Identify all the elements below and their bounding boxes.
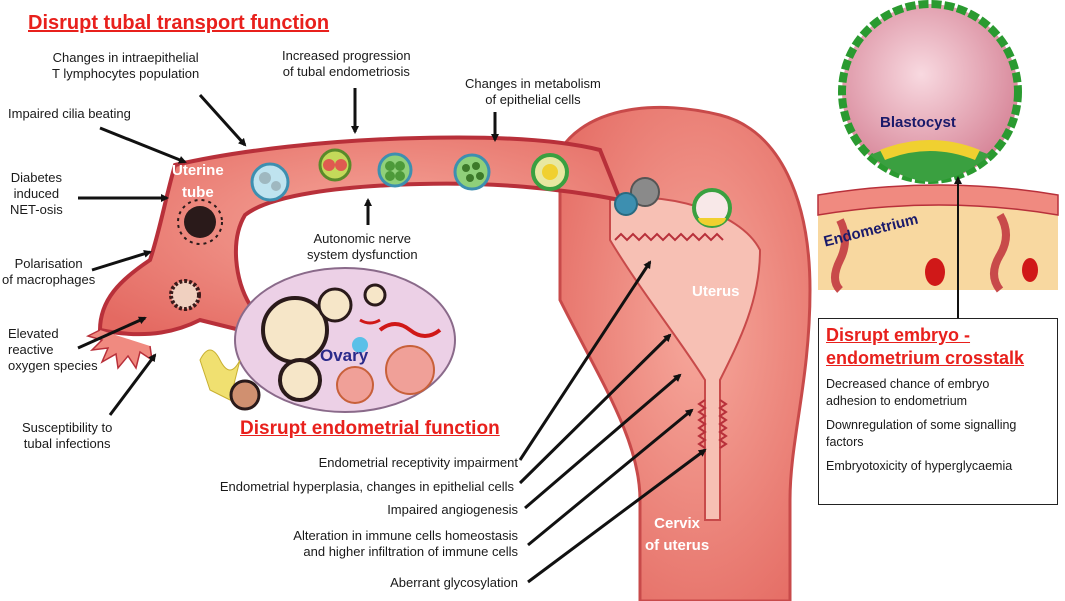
embryo-stage-3 [377,152,413,188]
label-cilia: Impaired cilia beating [8,106,131,121]
embryo-stage-2 [318,148,352,182]
blastocyst-panel [817,0,1059,293]
label-macrophages-line1: Polarisation [14,256,83,271]
label-ros-line3: oxygen species [8,358,98,373]
label-endometriosis-line2: of tubal endometriosis [282,64,410,79]
label-t-lymphocytes-line2: T lymphocytes population [52,66,200,81]
label-metabolism-line1: Changes in metabolism [465,76,601,91]
heading-endometrial-function: Disrupt endometrial function [240,418,500,439]
label-t-lymphocytes-line1: Changes in intraepithelial [52,50,199,65]
label-receptivity: Endometrial receptivity impairment [319,455,518,471]
crosstalk-item-signalling: Downregulation of some signalling factor… [826,417,1057,451]
heading-crosstalk: Disrupt embryo - endometrium crosstalk [819,319,1057,370]
crosstalk-item-signalling-line1: Downregulation of some signalling [826,418,1017,432]
arrow-angiogenesis [524,373,682,510]
embryo-hatching [614,177,660,216]
label-nerve: Autonomic nerve system dysfunction [307,231,418,263]
crosstalk-box: Disrupt embryo - endometrium crosstalk D… [818,318,1058,505]
label-infections: Susceptibility to tubal infections [22,420,112,452]
label-uterine-tube-line2: tube [182,184,214,201]
crosstalk-item-embryotoxicity: Embryotoxicity of hyperglycaemia [826,458,1057,475]
annotation-arrows [77,88,707,584]
label-uterine-tube-line1: Uterine [172,162,224,179]
label-metabolism-line2: of epithelial cells [485,92,581,107]
label-immune: Alteration in immune cells homeostasis a… [293,528,518,560]
label-infections-line2: tubal infections [23,436,111,451]
label-infections-line1: Susceptibility to [22,420,113,435]
label-macrophages-line2: of macrophages [2,272,96,287]
arrow-infections [108,353,157,416]
label-macrophages: Polarisation of macrophages [2,256,95,288]
embryo-stage-4 [453,153,491,191]
label-uterus: Uterus [692,283,740,300]
crosstalk-item-adhesion-line2: adhesion to endometrium [826,394,968,408]
arrow-hyperplasia [518,333,672,485]
arrow-glycosylation [527,448,707,584]
arrow-macrophages [91,249,152,272]
label-immune-line1: Alteration in immune cells homeostasis [293,528,518,543]
label-ros-line2: reactive [8,342,54,357]
label-angiogenesis: Impaired angiogenesis [387,502,518,518]
label-net-osis-line3: NET-osis [10,202,63,217]
label-endometriosis-line1: Increased progression [282,48,411,63]
label-angiogenesis-line1: Impaired angiogenesis [387,502,518,517]
label-cervix: Cervix of uterus [645,513,709,557]
label-ovary: Ovary [320,346,369,365]
label-net-osis-line2: induced [13,186,60,201]
label-hyperplasia: Endometrial hyperplasia, changes in epit… [220,479,514,495]
label-glycosylation-line1: Aberrant glycosylation [390,575,518,590]
crosstalk-list: Decreased chance of embryo adhesion to e… [819,370,1057,475]
arrow-t-lymphocytes [198,93,247,147]
arrow-immune [527,408,694,547]
embryo-stage-5 [531,153,569,191]
arrow-ros [77,316,147,350]
label-immune-line2: and higher infiltration of immune cells [303,544,518,559]
label-net-osis-line1: Diabetes [10,170,63,185]
label-glycosylation: Aberrant glycosylation [390,575,518,591]
label-cervix-line2: of uterus [645,537,710,554]
arrow-cilia [99,126,187,164]
label-t-lymphocytes: Changes in intraepithelial T lymphocytes… [52,50,199,82]
label-endometriosis: Increased progression of tubal endometri… [282,48,411,80]
uterine-tube-shape [85,135,624,370]
crosstalk-item-signalling-line2: factors [826,435,864,449]
label-blastocyst: Blastocyst [880,114,956,131]
heading-tubal-transport: Disrupt tubal transport function [28,12,330,34]
label-ros: Elevated reactive oxygen species [8,326,98,374]
label-nerve-line1: Autonomic nerve [313,231,412,246]
arrow-receptivity [518,260,652,461]
macrophage-cell [169,279,201,311]
crosstalk-item-adhesion-line1: Decreased chance of embryo [826,377,990,391]
label-cervix-line1: Cervix [654,515,701,532]
crosstalk-item-adhesion: Decreased chance of embryo adhesion to e… [826,376,1057,410]
crosstalk-item-embryotoxicity-line1: Embryotoxicity of hyperglycaemia [826,459,1013,473]
label-hyperplasia-line1: Endometrial hyperplasia, changes in epit… [219,479,514,494]
label-nerve-line2: system dysfunction [307,247,418,262]
heading-crosstalk-line1: Disrupt embryo - [826,325,971,345]
net-cell [177,199,223,245]
heading-crosstalk-line2: endometrium crosstalk [826,348,1025,368]
label-receptivity-line1: Endometrial receptivity impairment [318,455,518,470]
label-ros-line1: Elevated [8,326,59,341]
label-metabolism: Changes in metabolism of epithelial cell… [465,76,601,108]
embryo-stage-1 [250,162,290,202]
uterus-shape [558,105,812,601]
ovary-shape [199,267,456,413]
label-uterine-tube: Uterine tube [172,160,224,204]
embryo-implanting [692,188,732,228]
label-net-osis: Diabetes induced NET-osis [10,170,63,218]
